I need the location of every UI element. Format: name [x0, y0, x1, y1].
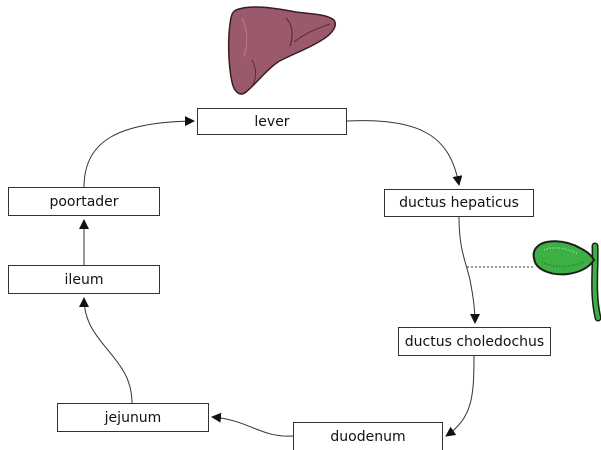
- edge-choledochus-to-duodenum: [446, 356, 474, 436]
- edge-jejunum-to-ileum: [84, 298, 132, 403]
- node-lever: lever: [197, 108, 347, 135]
- node-poortader: poortader: [8, 187, 160, 216]
- node-duodenum: duodenum: [293, 422, 443, 450]
- liver-icon: [229, 7, 336, 94]
- node-ileum: ileum: [8, 265, 160, 294]
- node-jejunum: jejunum: [57, 403, 209, 432]
- node-ductus-hepaticus: ductus hepaticus: [384, 189, 534, 217]
- edge-poortader-to-lever: [84, 121, 194, 187]
- gallbladder-icon: [534, 241, 598, 318]
- edge-lever-to-hepaticus: [347, 121, 459, 185]
- edge-duodenum-to-jejunum: [212, 417, 293, 436]
- node-ductus-choledochus: ductus choledochus: [398, 327, 551, 356]
- edge-hepaticus-to-choledochus: [459, 217, 475, 323]
